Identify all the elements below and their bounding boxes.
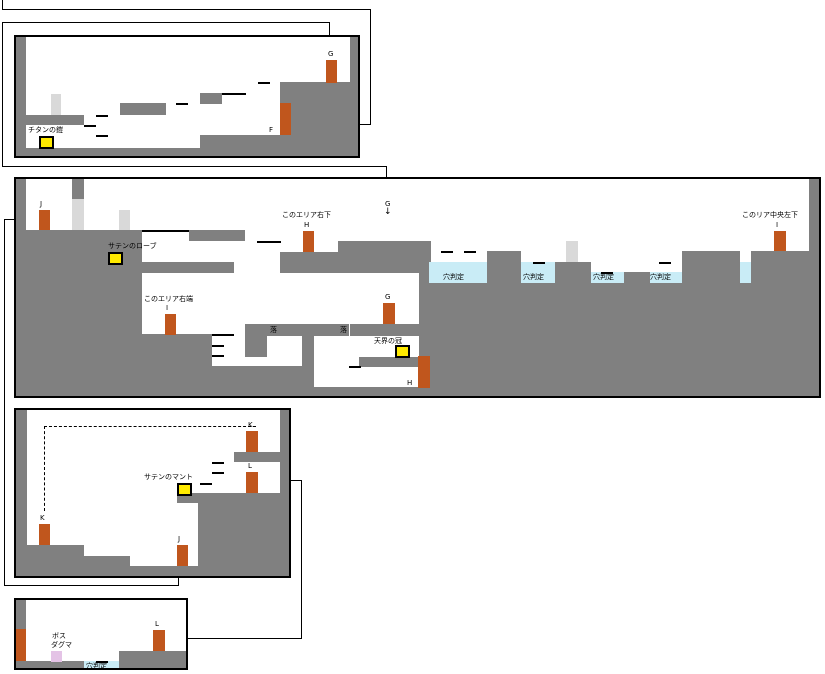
door-i-top[interactable] — [774, 231, 786, 251]
pit-5 — [740, 262, 751, 283]
door-g-label: G — [328, 50, 334, 58]
door-l[interactable] — [153, 630, 165, 651]
door-l-label: L — [248, 462, 252, 470]
pit-1 — [429, 262, 487, 283]
note-area-center-left: このリア中央左下 — [742, 211, 798, 219]
room-3: K K L J サテンのマント — [14, 408, 291, 578]
door-f[interactable] — [280, 103, 291, 135]
item-satin-robe[interactable] — [108, 252, 123, 265]
room-4-boss: 穴判定 ボス ダグマ L — [14, 598, 188, 670]
pit-4-label: 穴判定 — [650, 273, 671, 281]
fall-marker-1: 落 — [270, 326, 277, 334]
door-left-exit[interactable] — [16, 629, 26, 662]
door-g-mid[interactable] — [383, 303, 395, 324]
door-f-label: F — [269, 126, 274, 134]
door-i-mid[interactable] — [165, 314, 176, 335]
door-k-low[interactable] — [39, 524, 50, 545]
item-titanium-armor[interactable] — [39, 136, 54, 149]
pit-3 — [591, 272, 624, 283]
door-k-low-label: K — [40, 514, 45, 522]
boss-label-line1: ボス — [52, 632, 66, 640]
room-1: G F チタンの鎧 — [14, 35, 360, 158]
pit-boss — [84, 661, 119, 668]
pit-2-label: 穴判定 — [523, 273, 544, 281]
pit-1-label: 穴判定 — [443, 273, 464, 281]
door-j[interactable] — [177, 545, 188, 566]
door-k-top[interactable] — [246, 431, 258, 452]
door-h-low[interactable] — [418, 356, 430, 388]
note-area-bottom-right: このエリア右下 — [282, 211, 331, 219]
door-h-top[interactable] — [303, 231, 314, 252]
door-l-label: L — [155, 620, 159, 628]
item-satin-mantle-label: サテンのマント — [144, 473, 193, 481]
pit-2 — [521, 262, 555, 283]
entry-g-label: G — [385, 200, 391, 208]
door-j-label: J — [178, 535, 181, 543]
entry-g-arrow-icon: ↓ — [384, 207, 392, 217]
gate-block — [51, 94, 61, 115]
item-heaven-crown-label: 天界の冠 — [374, 337, 402, 345]
door-g-mid-label: G — [385, 293, 391, 301]
gate-block — [566, 241, 578, 262]
door-j-label: J — [40, 200, 43, 208]
door-i-mid-label: I — [166, 304, 169, 312]
gate-block — [119, 210, 130, 230]
boss-label-line2: ダグマ — [51, 641, 72, 649]
room-2: 穴判定 穴判定 穴判定 穴判定 J H このエリア右下 I このリア中央左下 I… — [14, 177, 821, 398]
item-heaven-crown[interactable] — [395, 345, 410, 358]
item-titanium-armor-label: チタンの鎧 — [28, 126, 63, 134]
pit-4 — [650, 272, 682, 283]
fall-marker-2: 落 — [340, 326, 347, 334]
door-h-top-label: H — [304, 221, 310, 229]
note-area-right-end: このエリア右端 — [144, 295, 193, 303]
item-satin-mantle[interactable] — [177, 483, 192, 496]
boss-dagma — [51, 651, 62, 662]
pit-boss-label: 穴判定 — [86, 662, 107, 670]
door-g[interactable] — [326, 60, 337, 83]
door-h-low-label: H — [407, 379, 413, 387]
door-i-top-label: I — [776, 221, 779, 229]
door-j[interactable] — [39, 210, 50, 230]
pit-3-label: 穴判定 — [593, 273, 614, 281]
item-satin-robe-label: サテンのローブ — [108, 242, 157, 250]
door-k-top-label: K — [248, 421, 253, 429]
gate-block — [72, 199, 84, 230]
door-l[interactable] — [246, 472, 258, 493]
